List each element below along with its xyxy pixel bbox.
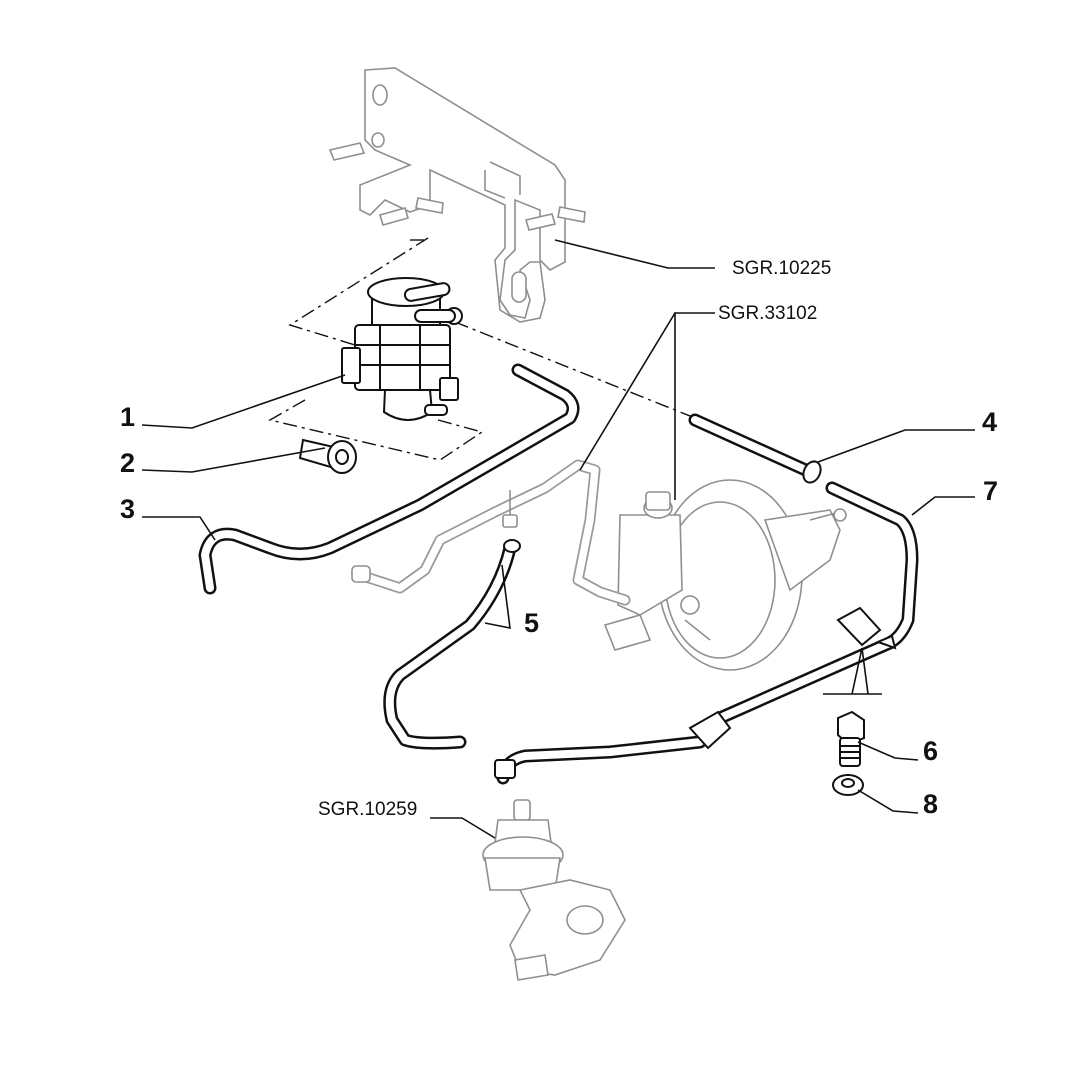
callout-numbers: 1 2 3 4 5 6 7 8 [120, 402, 998, 819]
callout-5: 5 [524, 608, 539, 638]
leader-lines [141, 239, 975, 839]
reference-labels: SGR.10225 SGR.33102 SGR.10259 [318, 258, 831, 820]
brake-booster [603, 479, 847, 671]
callout-4: 4 [982, 407, 997, 437]
callout-7: 7 [983, 476, 998, 506]
bolt [837, 710, 865, 767]
screw [298, 438, 357, 474]
callout-3: 3 [120, 494, 135, 524]
ref-brake-booster-group: SGR.33102 [718, 303, 817, 324]
callout-1: 1 [120, 402, 135, 432]
mounting-bracket [328, 67, 586, 323]
solenoid-valve [341, 277, 463, 421]
callout-6: 6 [923, 736, 938, 766]
washer [832, 774, 864, 796]
vacuum-line [351, 459, 631, 606]
callout-8: 8 [923, 789, 938, 819]
ref-bracket-group: SGR.10225 [732, 258, 831, 279]
egr-valve [482, 799, 626, 981]
ref-egr-valve-group: SGR.10259 [318, 799, 417, 820]
assembly-lines [268, 237, 701, 461]
hose-5 [383, 539, 521, 750]
callout-2: 2 [120, 448, 135, 478]
hose-7 [494, 481, 919, 785]
hose-4 [688, 413, 822, 484]
hose-3 [198, 363, 580, 595]
